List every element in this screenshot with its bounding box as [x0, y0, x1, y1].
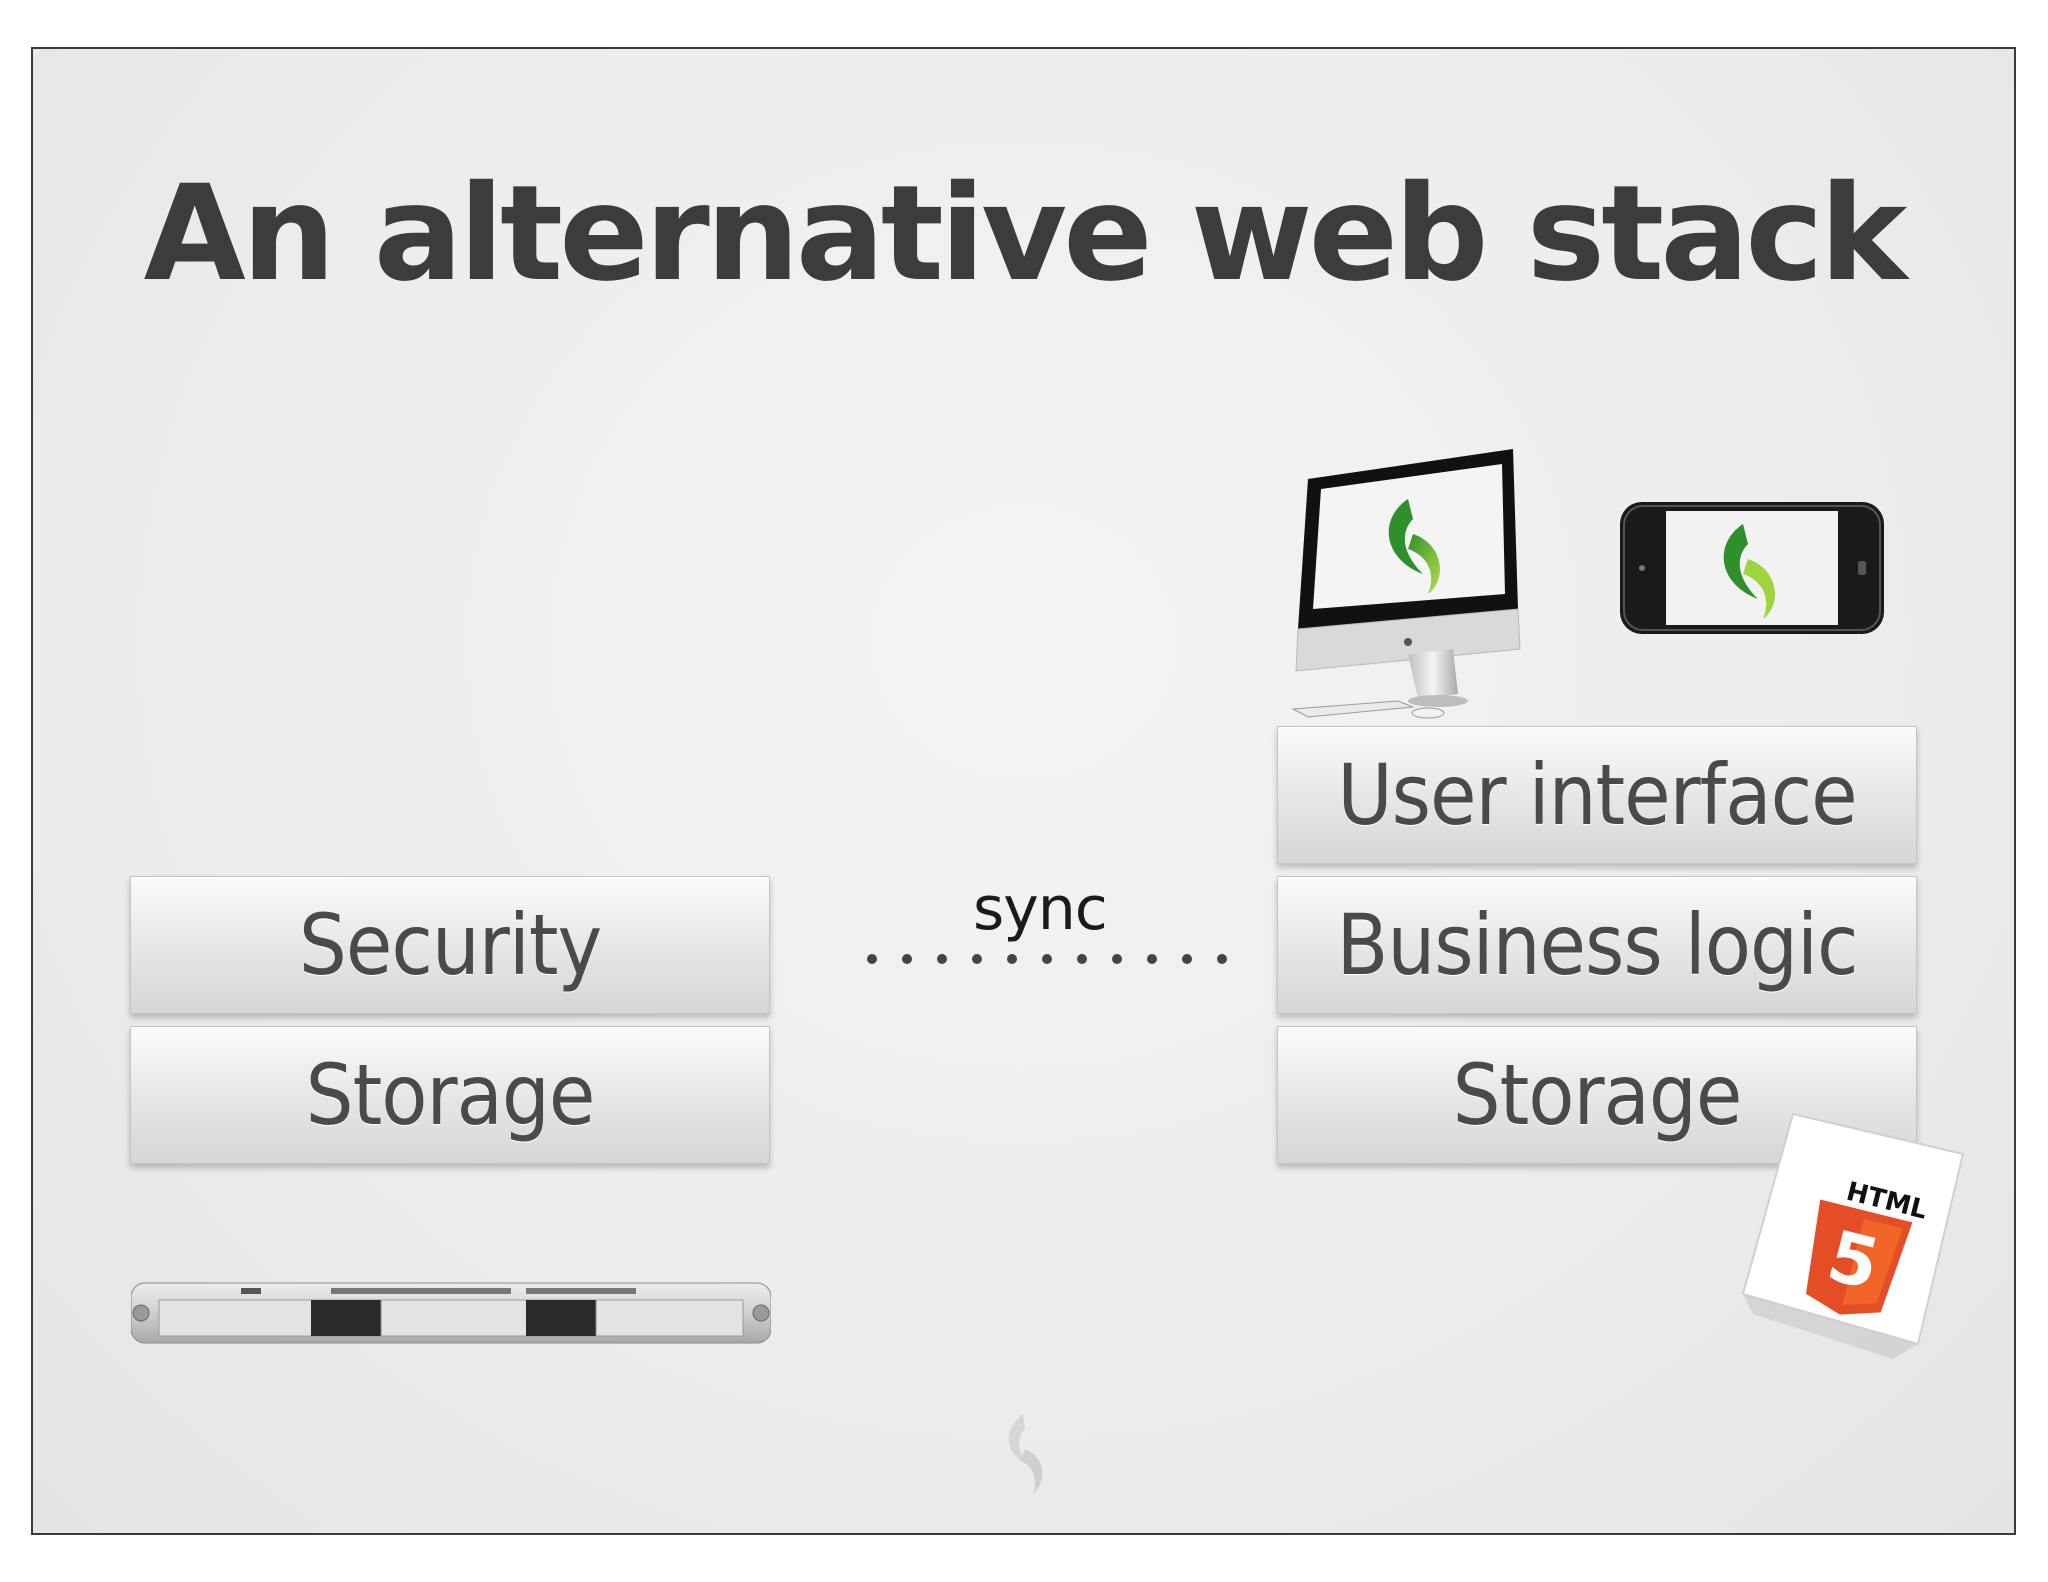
- rack-server-icon: [130, 1278, 772, 1362]
- sencha-logo-icon: [993, 1409, 1053, 1503]
- iphone-icon: [1618, 499, 1888, 643]
- sync-label: sync: [973, 874, 1108, 944]
- slide-title: An alternative web stack: [143, 157, 1908, 311]
- slide: An alternative web stack: [31, 47, 2016, 1535]
- imac-desktop-icon: [1288, 449, 1533, 733]
- client-layer-business-logic: Business logic: [1277, 876, 1917, 1014]
- server-layer-security: Security: [130, 876, 770, 1014]
- client-layer-user-interface: User interface: [1277, 726, 1917, 864]
- client-layer-storage: Storage: [1277, 1026, 1917, 1164]
- html5-logo-icon: HTML 5: [1733, 1104, 1973, 1368]
- server-layer-storage: Storage: [130, 1026, 770, 1164]
- sync-connector-dots: [867, 949, 1267, 969]
